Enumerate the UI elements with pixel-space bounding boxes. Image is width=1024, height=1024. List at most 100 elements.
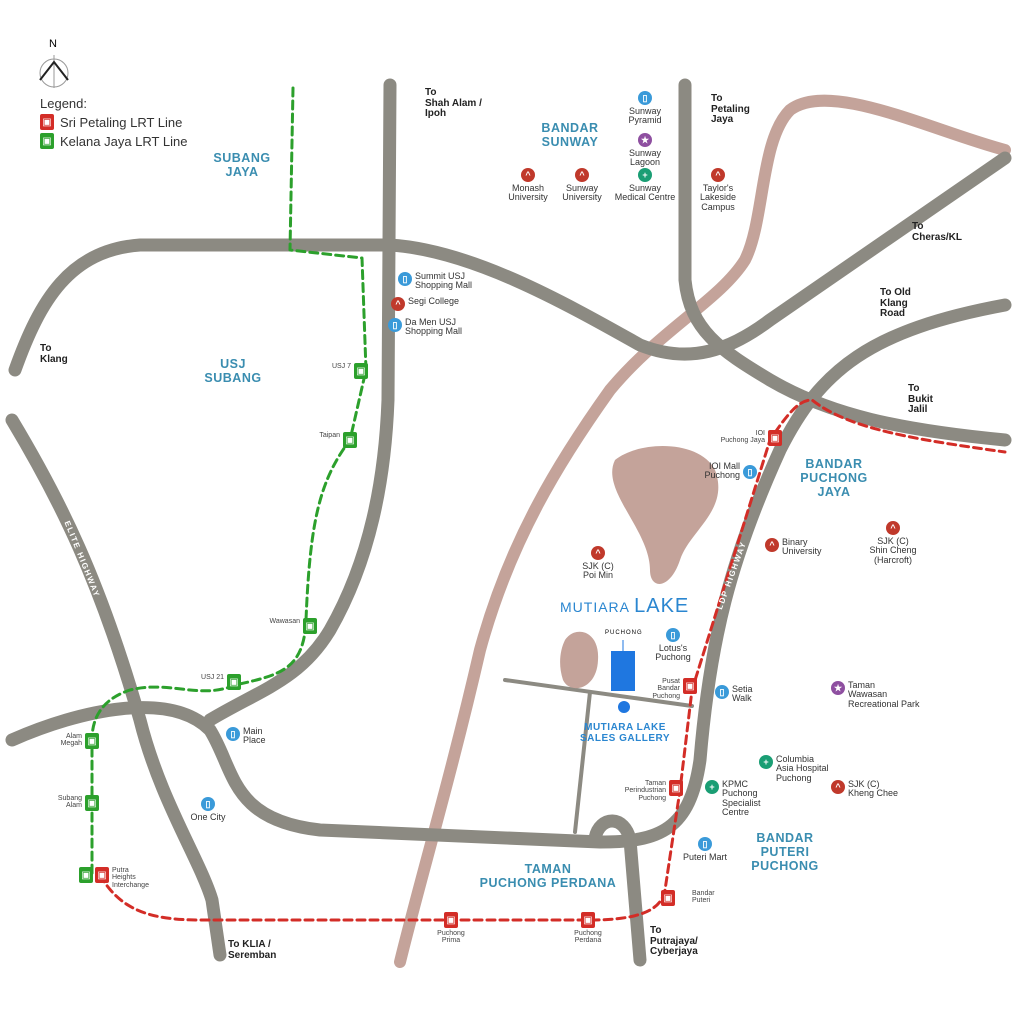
logo-accent: LAKE [634,595,690,617]
station-label: Bandar Puteri [692,890,715,905]
graduation-cap-icon: ^ [711,168,725,182]
train-icon: ▣ [768,430,782,446]
place-label: Taman Wawasan Recreational Park [848,680,920,709]
legend-item: Sri Petaling LRT Line [60,114,183,130]
train-icon: ▣ [669,780,683,796]
star-icon: ★ [638,133,652,147]
shopping-bag-icon: ▯ [388,318,402,332]
graduation-cap-icon: ^ [575,168,589,182]
graduation-cap-icon: ^ [591,546,605,560]
train-icon: ▣ [343,432,357,448]
kelana-jaya-line [90,86,368,877]
train-icon: ▣ [40,114,54,130]
shopping-bag-icon: ▯ [666,628,680,642]
shopping-bag-icon: ▯ [398,272,412,286]
place-label: Segi College [408,296,460,306]
graduation-cap-icon: ^ [391,297,405,311]
train-icon: ▣ [40,133,54,149]
graduation-cap-icon: ^ [521,168,535,182]
destination-label: To Old Klang Road [880,287,911,319]
station-label: Putra Heights Interchange [112,867,149,889]
area-label: BANDAR PUTERI PUCHONG [751,831,819,873]
project-logo: MUTIARA LAKE [560,596,689,616]
place-label: Taylor's Lakeside Campus [699,183,737,212]
place-label: Sunway Lagoon [628,148,662,168]
legend: Legend: ▣ Sri Petaling LRT Line ▣ Kelana J… [40,96,187,149]
shopping-bag-icon: ▯ [715,685,729,699]
legend-item: Kelana Jaya LRT Line [60,133,188,149]
place-label: One City [190,812,226,822]
destination-label: To Shah Alam / Ipoh [425,87,482,119]
place-label: Lotus's Puchong [655,643,691,663]
destination-label: To Putrajaya/ Cyberjaya [650,925,698,957]
station-label: Wawasan [269,618,300,625]
station-label: Pusat Bandar Puchong [652,678,680,700]
station-label: USJ 7 [331,363,351,370]
station-label: Puchong Perdana [574,930,602,945]
train-icon: ▣ [444,912,458,928]
lake-small [560,631,599,689]
medical-cross-icon: + [638,168,652,182]
medical-cross-icon: + [759,755,773,769]
place-label: Sunway Pyramid [628,106,662,126]
sri-petaling-line [98,398,1007,922]
place-label: Main Place [243,726,266,746]
sales-gallery-marker [618,701,630,713]
destination-label: To KLIA / Seremban [228,939,277,961]
shah-alam-road [203,78,397,727]
place-label: Columbia Asia Hospital Puchong [776,754,829,783]
kesas-highway [8,151,1012,377]
shopping-bag-icon: ▯ [201,797,215,811]
compass-label: N [49,38,57,50]
place-label: Summit USJ Shopping Mall [415,271,473,291]
graduation-cap-icon: ^ [886,521,900,535]
train-icon: ▣ [227,674,241,690]
legend-title: Legend: [40,96,87,111]
destination-label: To Petaling Jaya [711,93,750,125]
train-icon: ▣ [661,890,675,906]
place-label: SJK (C) Shin Cheng (Harcroft) [869,536,917,565]
logo-main: MUTIARA [560,599,630,615]
destination-label: To Bukit Jalil [908,383,933,415]
place-label: Setia Walk [732,684,753,704]
destination-label: To Klang [40,343,68,365]
place-label: IOI Mall Puchong [704,461,740,481]
place-label: Puteri Mart [682,852,728,862]
shopping-bag-icon: ▯ [698,837,712,851]
place-label: KPMC Puchong Specialist Centre [722,779,761,818]
place-label: Sunway University [562,183,602,203]
destination-label: To Cheras/KL [912,221,963,243]
sales-gallery-label: MUTIARA LAKE SALES GALLERY [579,722,671,744]
place-label: Sunway Medical Centre [614,183,676,203]
station-label: Taipan [319,432,340,439]
train-icon: ▣ [79,867,93,883]
place-label: SJK (C) Poi Min [582,561,614,581]
medical-cross-icon: + [705,780,719,794]
place-label: Da Men USJ Shopping Mall [405,317,463,337]
station-label: USJ 21 [201,674,224,681]
place-label: Monash University [508,183,548,203]
train-icon: ▣ [354,363,368,379]
shopping-bag-icon: ▯ [743,465,757,479]
station-label: Puchong Prima [437,930,465,945]
graduation-cap-icon: ^ [765,538,779,552]
graduation-cap-icon: ^ [831,780,845,794]
area-label: BANDAR PUCHONG JAYA [800,457,868,499]
compass-icon [39,55,69,88]
station-label: Taman Perindustrian Puchong [624,780,666,802]
area-label: TAMAN PUCHONG PERDANA [479,862,617,890]
station-label: Subang Alam [57,795,82,810]
putrajaya-road [588,814,647,967]
train-icon: ▣ [95,867,109,883]
project-logo-sub: PUCHONG [605,630,643,636]
station-label: IOI Puchong Jaya [720,430,765,445]
train-icon: ▣ [85,795,99,811]
shopping-bag-icon: ▯ [638,91,652,105]
lake-large [612,446,719,584]
area-label: SUBANG JAYA [213,151,271,179]
star-icon: ★ [831,681,845,695]
train-icon: ▣ [303,618,317,634]
area-label: USJ SUBANG [204,357,262,385]
